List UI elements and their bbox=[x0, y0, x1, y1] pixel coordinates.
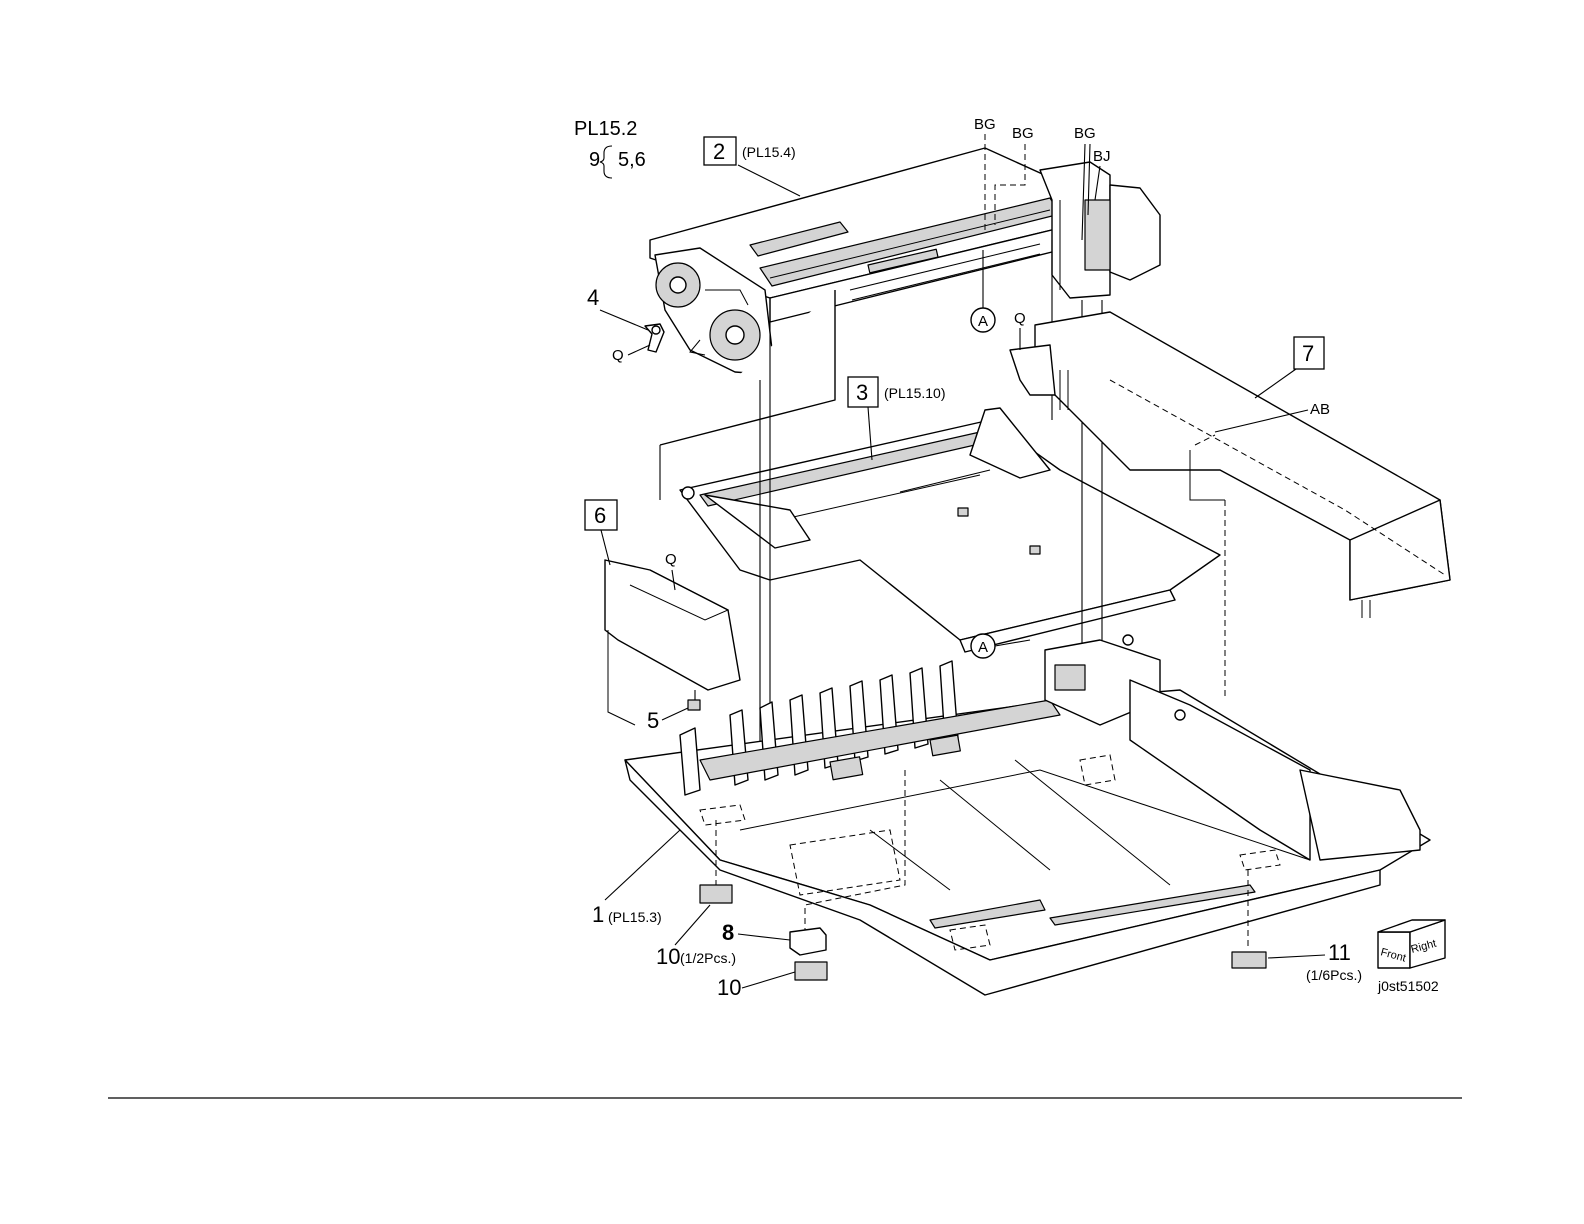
connector-a-lower-label: A bbox=[978, 639, 988, 656]
callout-6-number: 6 bbox=[594, 503, 606, 528]
item-10-pad-upper bbox=[700, 885, 732, 903]
label-bg-3: BG bbox=[1074, 125, 1096, 142]
kit-quantity: 9 bbox=[589, 149, 600, 171]
label-bg-1: BG bbox=[974, 116, 996, 133]
callout-2-leader bbox=[738, 165, 800, 196]
callout-1-ref: (PL15.3) bbox=[608, 909, 662, 925]
connector-a-upper-label: A bbox=[978, 313, 988, 330]
kit-brace bbox=[600, 146, 612, 178]
callout-5-number: 5 bbox=[647, 708, 659, 733]
callout-1-number: 1 bbox=[592, 902, 604, 927]
item-8-bracket bbox=[790, 928, 826, 955]
callout-11-number: 11 bbox=[1328, 940, 1351, 965]
callout-4-number: 4 bbox=[587, 285, 599, 310]
label-q-cover: Q bbox=[1014, 310, 1026, 327]
figure-id: j0st51502 bbox=[1377, 978, 1439, 994]
plate-number: PL15.2 bbox=[574, 118, 637, 140]
label-bg-2: BG bbox=[1012, 125, 1034, 142]
callout-11-qty: (1/6Pcs.) bbox=[1306, 967, 1362, 983]
item-11-pad bbox=[1232, 952, 1266, 968]
callout-10a-number: 10 bbox=[656, 944, 680, 969]
callout-2-ref: (PL15.4) bbox=[742, 144, 796, 160]
label-q-item4: Q bbox=[612, 347, 624, 364]
callout-10a-qty: (1/2Pcs.) bbox=[680, 950, 736, 966]
kit-items: 5,6 bbox=[618, 149, 646, 171]
orientation-cube-icon: Front Right bbox=[1378, 920, 1445, 968]
callout-7-number: 7 bbox=[1302, 341, 1314, 366]
callout-8-number: 8 bbox=[722, 920, 734, 945]
left-cover bbox=[605, 560, 740, 725]
label-bj: BJ bbox=[1093, 148, 1111, 165]
label-ab: AB bbox=[1310, 401, 1330, 418]
callout-10b-number: 10 bbox=[717, 975, 741, 1000]
callout-3-ref: (PL15.10) bbox=[884, 385, 945, 401]
callout-3-number: 3 bbox=[856, 380, 868, 405]
label-q-item6: Q bbox=[665, 551, 677, 568]
callout-2-number: 2 bbox=[713, 139, 725, 164]
item-10-pad-lower bbox=[795, 962, 827, 980]
item-5-clip bbox=[688, 700, 700, 710]
